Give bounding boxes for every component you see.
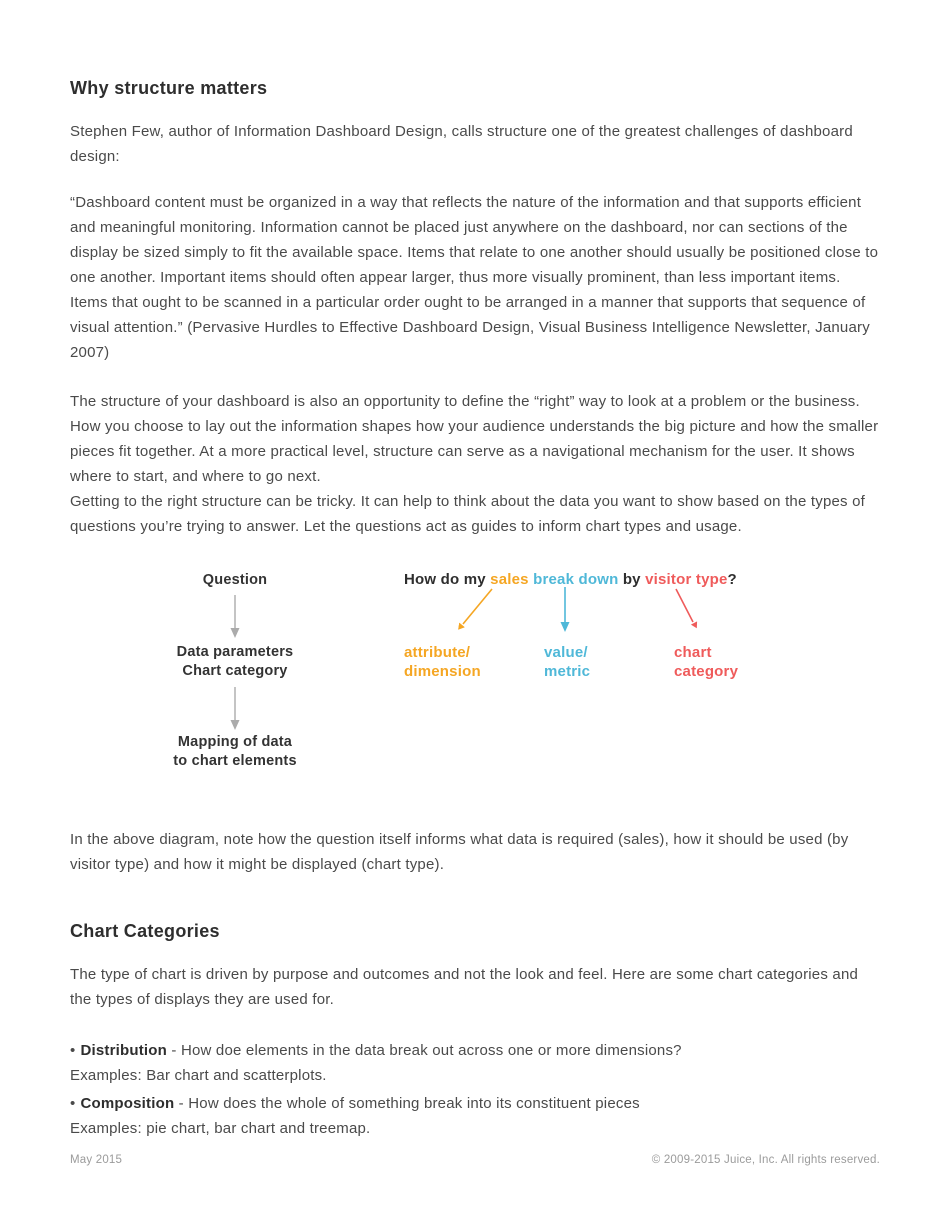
label-attribute-line1: attribute/ <box>404 644 471 661</box>
diagram-note-paragraph: In the above diagram, note how the quest… <box>70 831 849 873</box>
bullet-desc: - How doe elements in the data break out… <box>167 1042 682 1059</box>
flow-step-data-parameters-line1: Data parameters <box>176 644 294 660</box>
label-value-line2: metric <box>544 663 591 680</box>
label-chart-line1: chart <box>674 644 712 661</box>
footer-date: May 2015 <box>70 1154 123 1166</box>
question-flow-diagram: Question Data parameters Chart category … <box>70 571 880 779</box>
question-part-qmark: ? <box>727 571 737 588</box>
flow-step-data-parameters-line2: Chart category <box>182 663 288 679</box>
label-value-line1: value/ <box>544 644 588 661</box>
flow-step-data-parameters: Data parameters Chart category <box>135 643 335 681</box>
intro-paragraph: Stephen Few, author of Information Dashb… <box>70 123 853 165</box>
label-attribute-dimension: attribute/ dimension <box>404 643 481 681</box>
question-part-break-down: break down <box>528 571 623 588</box>
quote-paragraph: “Dashboard content must be organized in … <box>70 194 879 361</box>
label-value-metric: value/ metric <box>544 643 590 681</box>
label-attribute-line2: dimension <box>404 663 481 680</box>
bullet-icon: • <box>70 1042 76 1059</box>
question-part-by: by <box>622 571 646 588</box>
section-heading-why-structure-matters: Why structure matters <box>70 78 268 98</box>
question-part-how-do-my: How do my <box>404 571 491 588</box>
question-part-sales: sales <box>490 571 529 588</box>
structure-paragraph: The structure of your dashboard is also … <box>70 393 879 485</box>
cyan-down-arrow-icon <box>560 587 570 632</box>
flow-step-mapping-line2: to chart elements <box>173 753 297 769</box>
question-part-visitor-type: visitor type <box>645 571 728 588</box>
label-chart-category: chart category <box>674 643 738 681</box>
flow-step-mapping: Mapping of data to chart elements <box>135 733 335 771</box>
bullet-term: Distribution <box>80 1042 168 1059</box>
document-content: Why structure matters Stephen Few, autho… <box>70 78 880 1137</box>
bullet-examples-distribution: Examples: Bar chart and scatterplots. <box>70 1067 327 1084</box>
bullet-desc: - How does the whole of something break … <box>174 1095 640 1112</box>
chart-categories-intro: The type of chart is driven by purpose a… <box>70 966 859 1008</box>
footer-copyright: © 2009-2015 Juice, Inc. All rights reser… <box>651 1154 880 1166</box>
bullet-item-composition: •Composition - How does the whole of som… <box>70 1091 880 1116</box>
orange-diagonal-arrow-icon <box>458 588 493 630</box>
bullet-item-distribution: •Distribution - How doe elements in the … <box>70 1038 880 1063</box>
gray-down-arrow-icon <box>230 687 240 730</box>
gray-down-arrow-icon <box>230 595 240 638</box>
label-chart-line2: category <box>674 663 739 680</box>
red-diagonal-arrow-icon <box>675 588 698 629</box>
bullet-icon: • <box>70 1095 76 1112</box>
getting-structure-paragraph: Getting to the right structure can be tr… <box>70 493 866 535</box>
bullet-term: Composition <box>80 1095 175 1112</box>
section-heading-chart-categories: Chart Categories <box>70 921 220 941</box>
example-question: How do my sales break down by visitor ty… <box>404 571 737 588</box>
bullet-examples-composition: Examples: pie chart, bar chart and treem… <box>70 1120 371 1137</box>
flow-step-mapping-line1: Mapping of data <box>177 734 293 750</box>
flow-step-question: Question <box>202 572 268 588</box>
